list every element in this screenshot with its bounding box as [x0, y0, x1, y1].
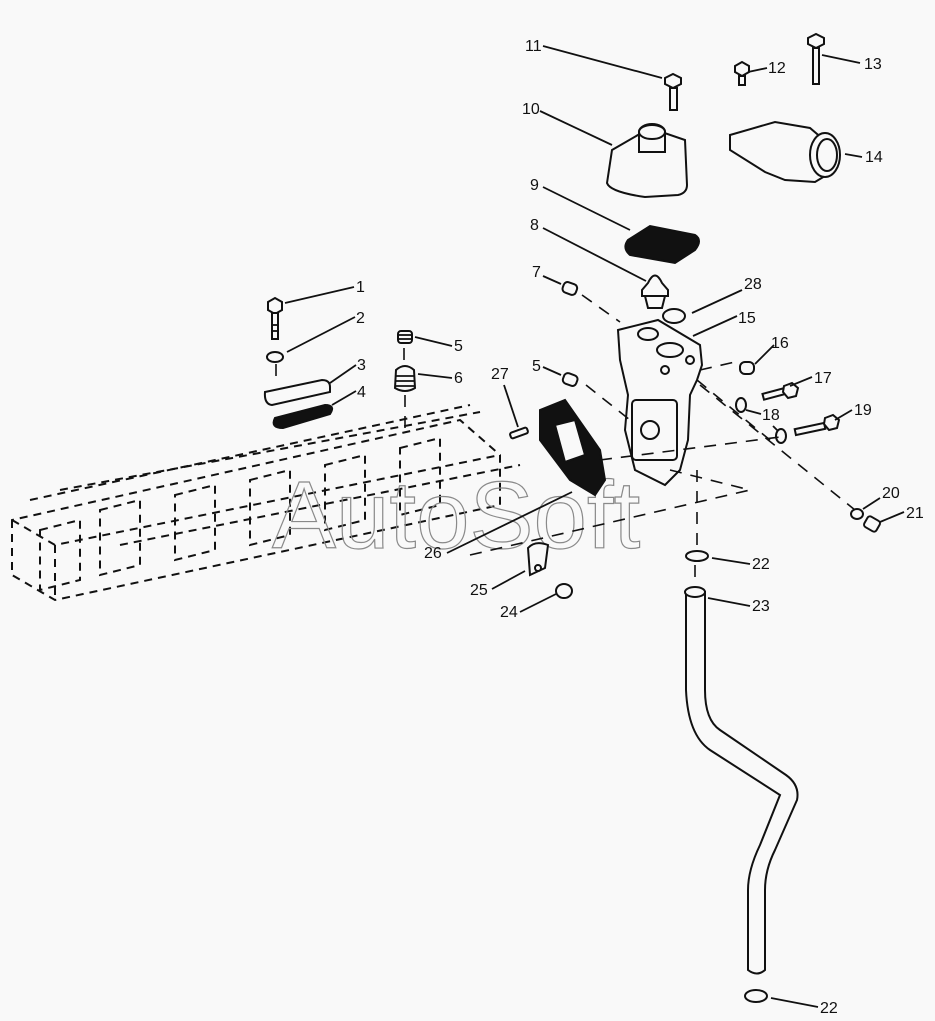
callout-5-second: 5	[532, 358, 541, 375]
part-13-bolt	[807, 32, 825, 85]
part-10-housing-cover	[605, 123, 689, 199]
part-27-dowel	[509, 426, 529, 440]
part-23-tube	[684, 586, 799, 975]
cylinder-head-phantom	[11, 404, 521, 602]
part-8-thermostat	[641, 274, 669, 309]
callout-labels: 1 2 3 4 5 6 7 8 9 10 11 12 13 14 15 16 1…	[356, 38, 924, 1017]
part-4-gasket	[272, 403, 334, 430]
callout-9: 9	[530, 177, 539, 194]
callout-14: 14	[865, 149, 883, 166]
part-5-plug	[397, 330, 413, 344]
part-18-washer-lower	[775, 428, 787, 444]
callout-19: 19	[854, 402, 872, 419]
callout-10: 10	[522, 101, 540, 118]
part-20-o-ring	[850, 508, 864, 520]
callout-23: 23	[752, 598, 770, 615]
callout-2: 2	[356, 310, 365, 327]
part-12-bolt	[734, 60, 750, 86]
callout-8: 8	[530, 217, 539, 234]
callout-6: 6	[454, 370, 463, 387]
part-14-outlet-elbow	[729, 120, 841, 184]
callout-7: 7	[532, 264, 541, 281]
part-17-bolt	[761, 381, 800, 401]
callout-22-upper: 22	[752, 556, 770, 573]
callout-13: 13	[864, 56, 882, 73]
part-9-gasket	[624, 224, 700, 265]
callout-28: 28	[744, 276, 762, 293]
part-19-bolt	[793, 413, 841, 437]
part-6-plug	[393, 365, 417, 392]
callout-18: 18	[762, 407, 780, 424]
callout-1: 1	[356, 279, 365, 296]
callout-20: 20	[882, 485, 900, 502]
part-18-washer-upper	[735, 397, 747, 413]
callout-12: 12	[768, 60, 786, 77]
part-2-washer	[266, 351, 284, 363]
callout-27: 27	[491, 366, 509, 383]
callout-24: 24	[500, 604, 518, 621]
callout-15: 15	[738, 310, 756, 327]
part-25-clamp	[526, 542, 550, 577]
part-5b-plug	[561, 372, 579, 387]
callout-4: 4	[357, 384, 366, 401]
part-24-nut	[555, 583, 573, 599]
part-7-plug	[561, 281, 579, 296]
part-16-plug	[739, 361, 755, 375]
part-15-thermostat-housing	[616, 318, 704, 487]
part-11-bolt	[664, 72, 682, 111]
part-21-plug	[863, 515, 881, 533]
callout-26: 26	[424, 545, 442, 562]
part-3-plate	[263, 378, 331, 407]
part-22-o-ring-upper	[685, 550, 709, 562]
part-1-bolt	[267, 296, 283, 340]
callout-25: 25	[470, 582, 488, 599]
callout-16: 16	[771, 335, 789, 352]
leader-lines	[284, 45, 905, 1008]
callout-5: 5	[454, 338, 463, 355]
callout-17: 17	[814, 370, 832, 387]
callout-3: 3	[357, 357, 366, 374]
part-22-o-ring-lower	[744, 989, 768, 1003]
callout-22-lower: 22	[820, 1000, 838, 1017]
part-28-seal	[662, 308, 686, 324]
callout-21: 21	[906, 505, 924, 522]
callout-11: 11	[525, 38, 542, 55]
